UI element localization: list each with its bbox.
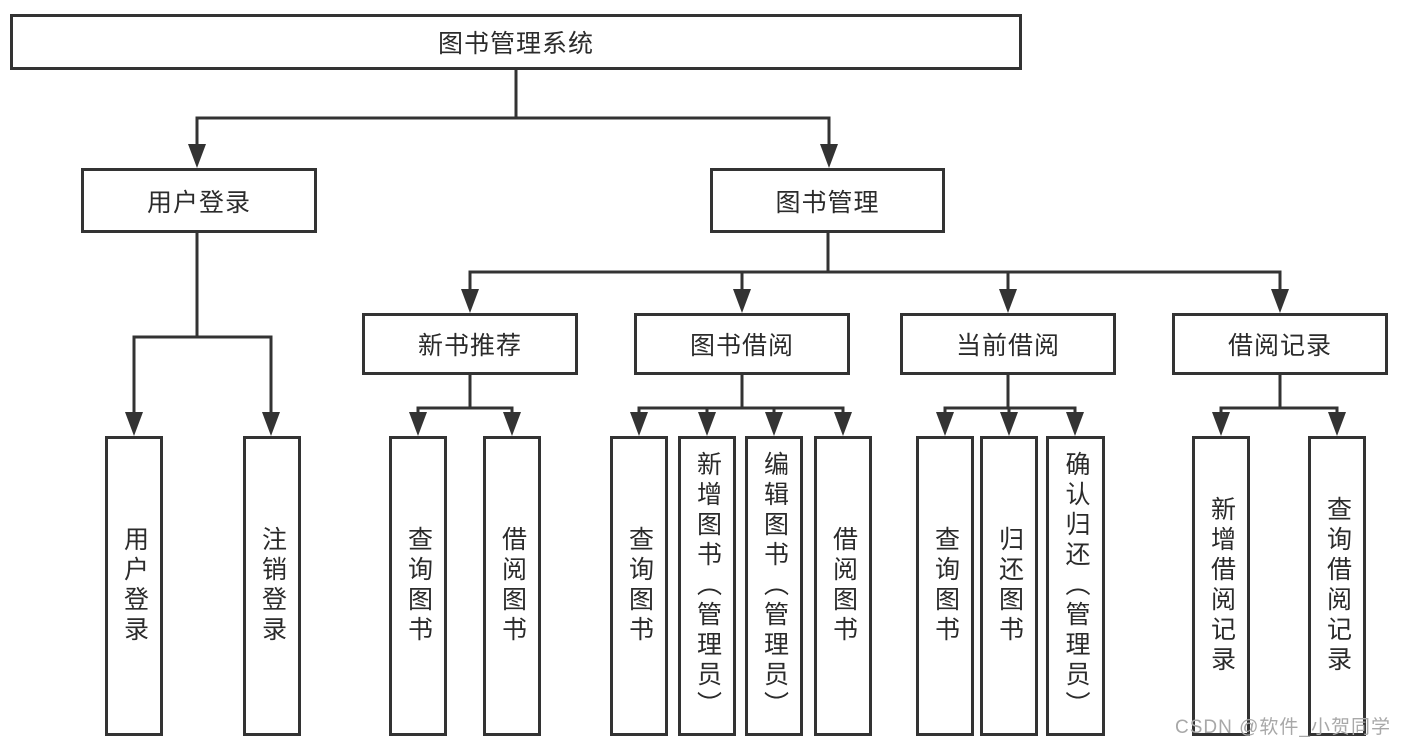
node-user-login: 用户登录	[81, 168, 317, 233]
connector-line	[195, 68, 831, 148]
leaf-edit-book-admin: 编辑图书（管理员）	[745, 436, 803, 736]
arrowhead	[1271, 289, 1289, 313]
watermark: CSDN @软件_小贺同学	[1175, 717, 1391, 738]
node-new-book-recommendation: 新书推荐	[362, 313, 578, 375]
connector-line	[132, 231, 273, 416]
leaf-add-book-admin: 新增图书（管理员）	[678, 436, 736, 736]
leaf-user-login: 用户登录	[105, 436, 163, 736]
arrowhead	[1066, 412, 1084, 436]
leaf-borrow-books-recommend: 借阅图书	[483, 436, 541, 736]
leaf-add-borrow-record: 新增借阅记录	[1192, 436, 1250, 736]
arrowhead	[820, 144, 838, 168]
node-borrowing-records: 借阅记录	[1172, 313, 1388, 375]
connector-user-login-children	[125, 231, 280, 436]
connector-book-borrowing-children	[630, 373, 852, 436]
connector-root-to-level2	[188, 68, 838, 168]
connector-borrow-records-children	[1212, 373, 1346, 436]
arrowhead	[999, 289, 1017, 313]
leaf-query-books-borrowing: 查询图书	[610, 436, 668, 736]
arrowhead	[733, 289, 751, 313]
leaf-borrow-books: 借阅图书	[814, 436, 872, 736]
arrowhead	[834, 412, 852, 436]
connector-line	[637, 373, 845, 416]
arrowhead	[1328, 412, 1346, 436]
node-book-borrowing: 图书借阅	[634, 313, 850, 375]
connector-line	[1219, 373, 1339, 416]
arrowhead	[1212, 412, 1230, 436]
connector-new-book-children	[409, 373, 521, 436]
arrowhead	[1000, 412, 1018, 436]
node-current-borrowing: 当前借阅	[900, 313, 1116, 375]
arrowhead	[503, 412, 521, 436]
arrowhead	[188, 144, 206, 168]
arrowhead	[125, 412, 143, 436]
leaf-query-borrow-record: 查询借阅记录	[1308, 436, 1366, 736]
connector-book-management-children	[461, 231, 1289, 313]
connector-line	[943, 373, 1077, 416]
connector-line	[416, 373, 514, 416]
node-book-management: 图书管理	[710, 168, 945, 233]
arrowhead	[262, 412, 280, 436]
leaf-return-books: 归还图书	[980, 436, 1038, 736]
leaf-confirm-return-admin: 确认归还（管理员）	[1046, 436, 1105, 736]
connector-line	[468, 231, 1282, 293]
arrowhead	[630, 412, 648, 436]
arrowhead	[409, 412, 427, 436]
leaf-query-books-current: 查询图书	[916, 436, 974, 736]
leaf-logout: 注销登录	[243, 436, 301, 736]
arrowhead	[765, 412, 783, 436]
connector-current-borrowing-children	[936, 373, 1084, 436]
leaf-query-books-recommend: 查询图书	[389, 436, 447, 736]
arrowhead	[461, 289, 479, 313]
arrowhead	[936, 412, 954, 436]
arrowhead	[698, 412, 716, 436]
node-root-library-system: 图书管理系统	[10, 14, 1022, 70]
